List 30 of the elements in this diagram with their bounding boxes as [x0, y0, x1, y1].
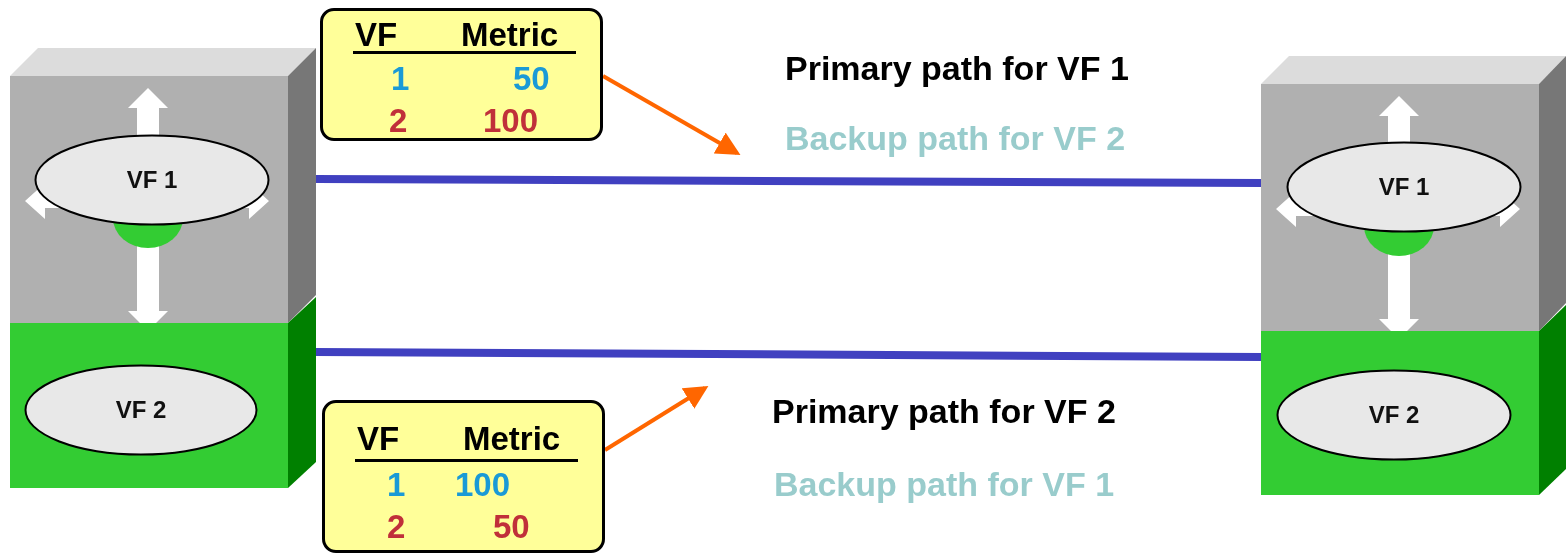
arrow: [602, 74, 741, 155]
vf-ellipse: [1276, 369, 1512, 461]
table-cell: 2: [389, 103, 408, 139]
table-header: VF: [355, 17, 398, 53]
table-cell: 50: [513, 61, 550, 97]
vf-ellipse: [24, 364, 258, 456]
path-label: Backup path for VF 1: [774, 464, 1115, 504]
path-label: Primary path for VF 1: [785, 48, 1129, 88]
table-cell: 100: [455, 467, 511, 503]
table-cell: 50: [493, 509, 530, 545]
table-header: Metric: [461, 17, 559, 53]
table-cell: 1: [391, 61, 410, 97]
vf-label: VF 2: [1368, 401, 1420, 429]
vf-label: VF 1: [126, 166, 178, 194]
metric-table: [322, 400, 605, 553]
path-label: Backup path for VF 2: [785, 118, 1126, 158]
vf-ellipse: [34, 134, 270, 226]
vf-ellipse: [1286, 141, 1522, 233]
arrow: [603, 385, 709, 452]
link-line: [316, 175, 1261, 187]
vf-label: VF 1: [1378, 173, 1430, 201]
table-cell: 1: [387, 467, 406, 503]
table-cell: 100: [483, 103, 539, 139]
table-header: VF: [357, 421, 400, 457]
vf-label: VF 2: [115, 396, 167, 424]
path-label: Primary path for VF 2: [772, 391, 1116, 431]
metric-table: [320, 8, 603, 141]
link-line: [315, 348, 1262, 361]
table-cell: 2: [387, 509, 406, 545]
table-header: Metric: [463, 421, 561, 457]
